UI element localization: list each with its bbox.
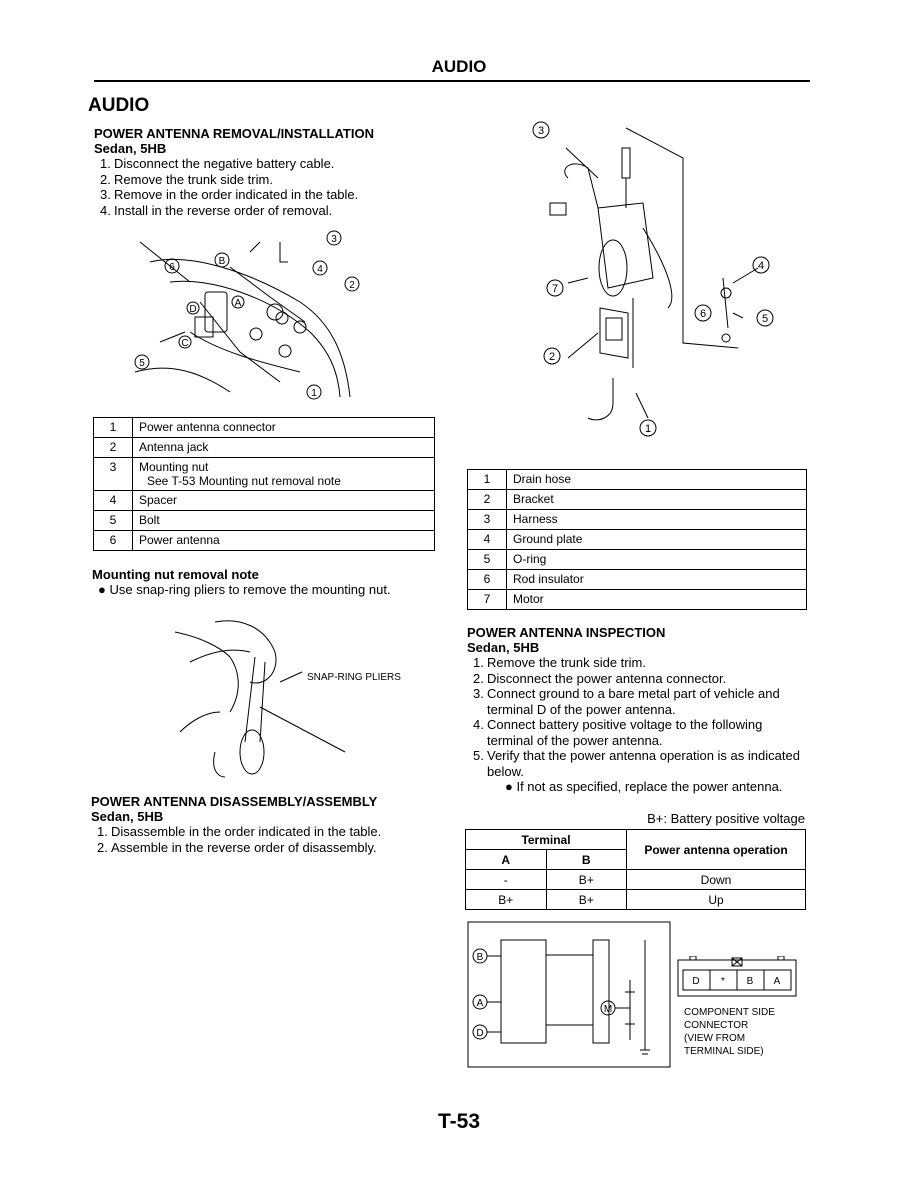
callout-6: 6 bbox=[700, 308, 706, 320]
callout-3: 3 bbox=[331, 234, 337, 245]
connector-diagram: D * B A bbox=[677, 956, 797, 997]
pin-empty: * bbox=[721, 976, 725, 987]
mounting-note: Mounting nut removal note ● Use snap-rin… bbox=[92, 567, 442, 598]
table-row: A B bbox=[465, 849, 806, 870]
callout-1: 1 bbox=[311, 388, 317, 399]
callout-6: 6 bbox=[169, 262, 175, 273]
table-row: - B+ Down bbox=[465, 869, 806, 890]
inspection-subtitle: Sedan, 5HB bbox=[467, 640, 540, 655]
terminal-b-label: B bbox=[477, 952, 484, 963]
removal-subtitle: Sedan, 5HB bbox=[94, 141, 167, 156]
callout-2: 2 bbox=[549, 351, 555, 363]
table-row: Terminal Power antenna operation bbox=[465, 829, 806, 870]
removal-block: POWER ANTENNA REMOVAL/INSTALLATION Sedan… bbox=[94, 126, 444, 218]
callout-B: B bbox=[219, 256, 226, 267]
inspection-steps: 1.Remove the trunk side trim. 2.Disconne… bbox=[473, 655, 812, 779]
callout-7: 7 bbox=[552, 283, 558, 295]
list-item: 4.Install in the reverse order of remova… bbox=[100, 202, 333, 218]
callout-5: 5 bbox=[139, 358, 145, 369]
list-item: 4.Connect battery positive voltage to th… bbox=[473, 717, 763, 748]
disassembly-title: POWER ANTENNA DISASSEMBLY/ASSEMBLY bbox=[91, 794, 378, 809]
pin-d: D bbox=[692, 976, 699, 987]
connector-caption: COMPONENT SIDE CONNECTOR (VIEW FROM TERM… bbox=[684, 1007, 775, 1057]
list-item: 5.Verify that the power antenna operatio… bbox=[473, 748, 800, 779]
page-number: T-53 bbox=[437, 1110, 481, 1133]
callout-3: 3 bbox=[538, 125, 544, 137]
disassembly-subtitle: Sedan, 5HB bbox=[91, 809, 164, 824]
removal-steps: 1.Disconnect the negative battery cable.… bbox=[100, 156, 444, 218]
list-item: 2.Assemble in the reverse order of disas… bbox=[97, 839, 377, 855]
pin-b: B bbox=[747, 976, 754, 987]
disassembly-exploded-illustration: 3 4 5 6 7 2 1 bbox=[532, 121, 774, 437]
terminal-a-label: A bbox=[477, 998, 484, 1009]
list-item: 2.Disconnect the power antenna connector… bbox=[473, 670, 727, 686]
callout-5: 5 bbox=[762, 313, 768, 325]
list-item: 1.Remove the trunk side trim. bbox=[473, 655, 646, 670]
list-item: 3.Connect ground to a bare metal part of… bbox=[473, 686, 780, 717]
list-item: 3.Remove in the order indicated in the t… bbox=[100, 187, 359, 202]
pliers-label: SNAP-RING PLIERS bbox=[307, 672, 401, 683]
mounting-note-bullet: ● Use snap-ring pliers to remove the mou… bbox=[98, 582, 391, 597]
inspection-title: POWER ANTENNA INSPECTION bbox=[467, 625, 666, 640]
voltage-legend: B+: Battery positive voltage bbox=[647, 811, 805, 826]
callout-A: A bbox=[235, 298, 242, 309]
callout-4: 4 bbox=[317, 264, 323, 275]
inspection-bullet: ● If not as specified, replace the power… bbox=[505, 779, 783, 794]
callout-1: 1 bbox=[645, 423, 651, 435]
list-item: 1.Disconnect the negative battery cable. bbox=[100, 156, 335, 171]
circuit-diagram: B A D M bbox=[467, 921, 671, 1068]
section-title: AUDIO bbox=[88, 95, 150, 116]
callout-2: 2 bbox=[349, 280, 355, 291]
mounting-note-title: Mounting nut removal note bbox=[92, 567, 259, 582]
callout-4: 4 bbox=[758, 260, 764, 272]
page-header-title: AUDIO bbox=[431, 57, 487, 76]
table-row: B+ B+ Up bbox=[465, 889, 806, 910]
operation-table: Terminal Power antenna operation A B - B… bbox=[465, 829, 806, 910]
pin-a: A bbox=[774, 976, 781, 987]
callout-C: C bbox=[181, 338, 188, 349]
removal-title: POWER ANTENNA REMOVAL/INSTALLATION bbox=[94, 126, 374, 141]
snap-ring-pliers-illustration: SNAP-RING PLIERS bbox=[174, 620, 401, 778]
terminal-d-label: D bbox=[476, 1028, 483, 1039]
callout-D: D bbox=[189, 304, 196, 315]
motor-label: M bbox=[604, 1004, 612, 1015]
disassembly-block: POWER ANTENNA DISASSEMBLY/ASSEMBLY Sedan… bbox=[91, 794, 451, 855]
removal-illustration: 3 4 2 6 B 5 1 A D C bbox=[134, 230, 360, 400]
disassembly-steps: 1.Disassemble in the order indicated in … bbox=[97, 824, 451, 855]
list-item: 2.Remove the trunk side trim. bbox=[100, 171, 273, 187]
inspection-block: POWER ANTENNA INSPECTION Sedan, 5HB 1.Re… bbox=[467, 625, 812, 795]
header-rule bbox=[94, 80, 810, 82]
list-item: 1.Disassemble in the order indicated in … bbox=[97, 824, 382, 839]
